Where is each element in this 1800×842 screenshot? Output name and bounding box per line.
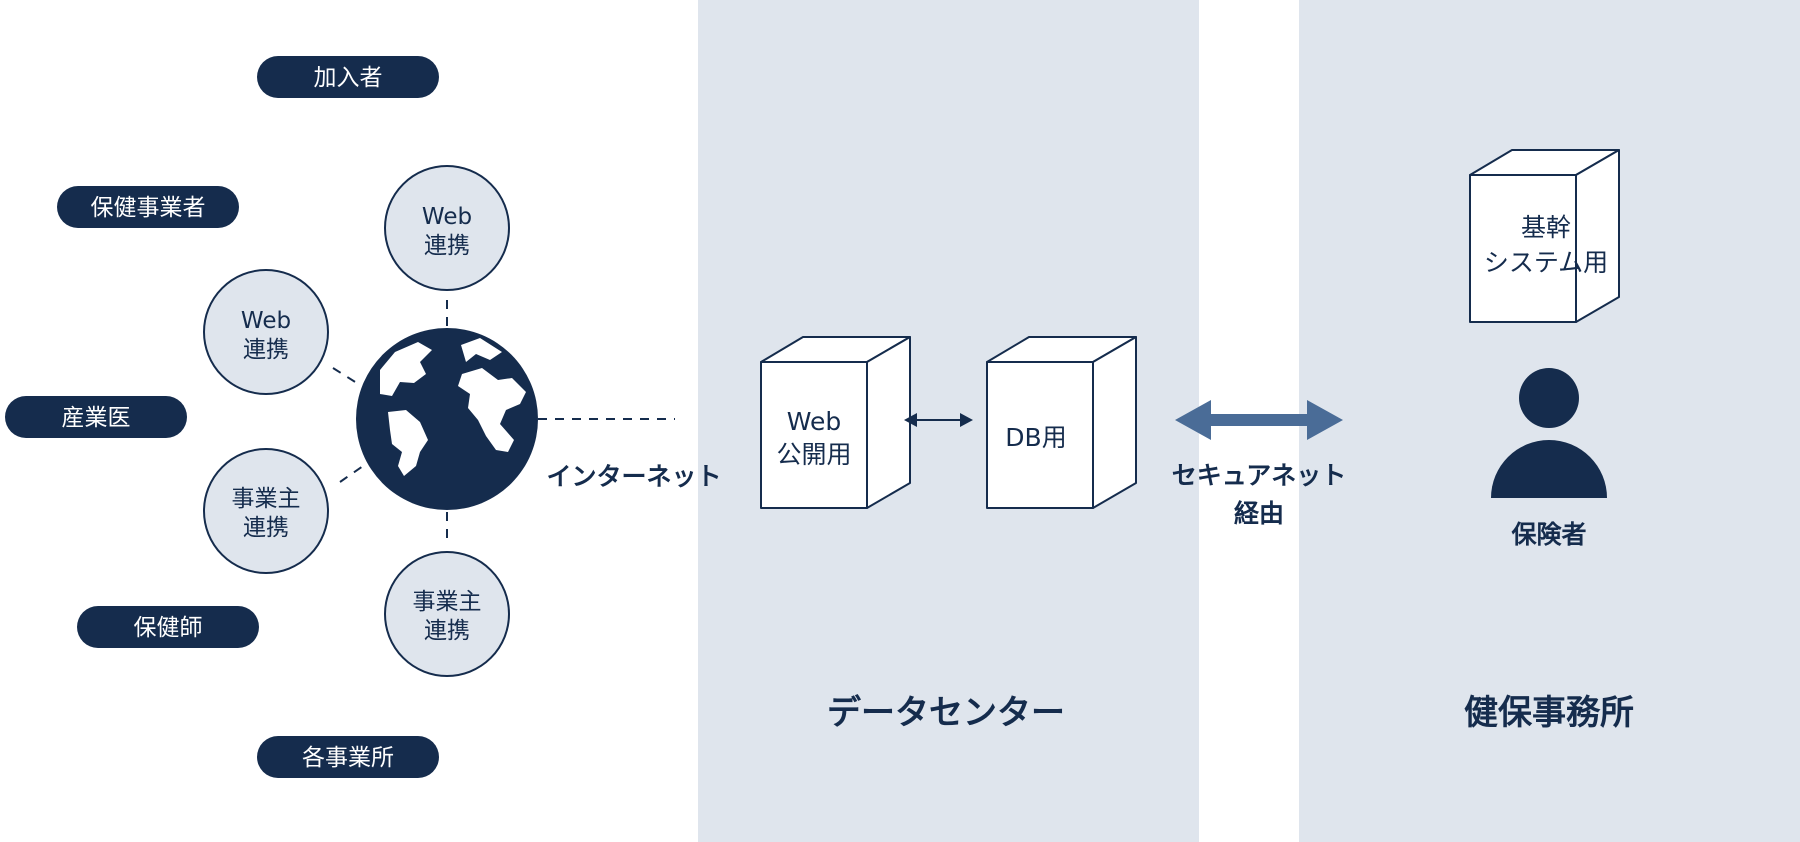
insurer-label: 保険者 — [1510, 520, 1586, 549]
circle-label-line1: Web — [422, 204, 472, 230]
pill-hoken-jigyosha: 保健事業者 — [57, 186, 239, 228]
secure-net-arrow — [1175, 400, 1343, 440]
circle-label-line2: 連携 — [424, 233, 470, 259]
server-db — [986, 336, 1137, 509]
pill-sangyoi: 産業医 — [5, 396, 187, 438]
person-icon — [1491, 368, 1607, 498]
kenpo-office-title: 健保事務所 — [1464, 693, 1634, 733]
circle-web-link-left: Web 連携 — [203, 269, 329, 395]
globe-icon — [356, 328, 538, 510]
globe-connectors — [332, 300, 675, 538]
circle-label-line1: Web — [241, 308, 291, 334]
server-core-system — [1469, 149, 1620, 323]
pill-label: 産業医 — [62, 405, 131, 431]
server-web-public-line1: Web — [787, 407, 842, 436]
secure-net-label-line2: 経由 — [1234, 499, 1284, 528]
double-arrow-web-db — [904, 413, 973, 427]
server-web-public — [760, 336, 911, 509]
pill-label: 各事業所 — [302, 745, 394, 771]
connector-employer-left — [339, 465, 364, 483]
secure-net-label-line1: セキュアネット — [1172, 461, 1347, 490]
pill-kanyusha: 加入者 — [257, 56, 439, 98]
pill-hokenshi: 保健師 — [77, 606, 259, 648]
pill-label: 保健師 — [134, 615, 203, 641]
circle-label-line1: 事業主 — [232, 486, 301, 512]
pill-label: 保健事業者 — [91, 195, 206, 221]
circle-label-line2: 連携 — [424, 618, 470, 644]
connector-web-left — [332, 367, 361, 386]
server-web-public-line2: 公開用 — [776, 440, 851, 469]
pill-kaku-jigyosho: 各事業所 — [257, 736, 439, 778]
server-core-system-line2: システム用 — [1484, 248, 1608, 277]
circle-label-line1: 事業主 — [413, 589, 482, 615]
server-core-system-line1: 基幹 — [1521, 213, 1571, 242]
internet-label: インターネット — [546, 462, 721, 491]
server-db-label: DB用 — [1005, 423, 1066, 452]
circle-employer-link-bottom: 事業主 連携 — [384, 551, 510, 677]
pill-label: 加入者 — [314, 65, 383, 91]
datacenter-title: データセンター — [827, 693, 1065, 733]
circle-web-link-top: Web 連携 — [384, 165, 510, 291]
circle-label-line2: 連携 — [243, 515, 289, 541]
circle-employer-link-left: 事業主 連携 — [203, 448, 329, 574]
circle-label-line2: 連携 — [243, 337, 289, 363]
